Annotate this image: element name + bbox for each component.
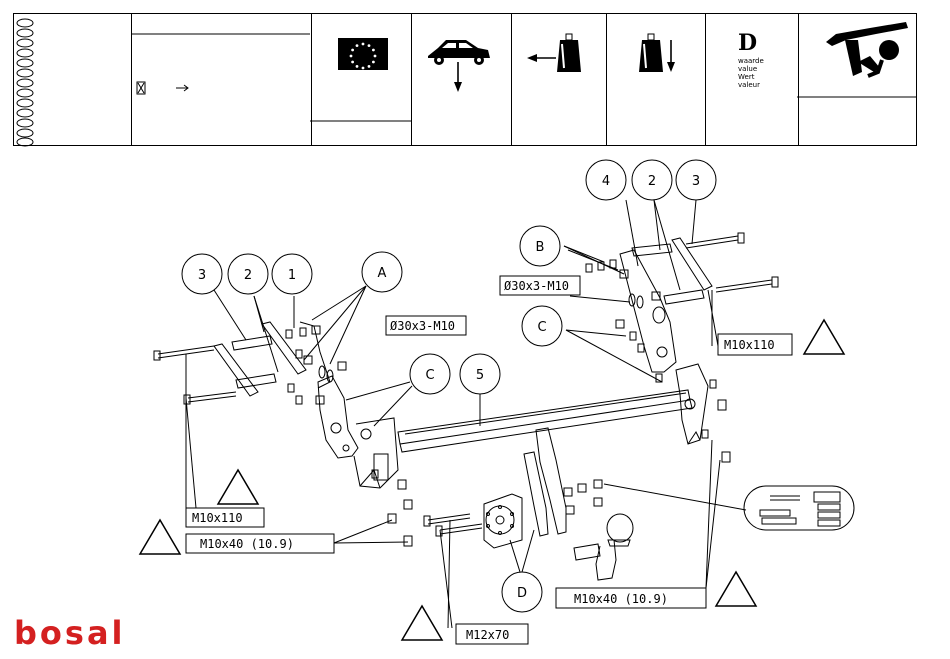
warning-triangle-icon [716, 572, 756, 606]
balloon-label: 1 [288, 268, 296, 283]
warning-triangle-icon [140, 520, 180, 554]
bolt-left-lower-label: M10x40 (10.9) [200, 537, 294, 551]
bosal-logo: bosal [14, 617, 126, 649]
tow-ball-neck [574, 514, 633, 580]
bolt-ball-label: M12x70 [466, 628, 509, 642]
hourglass-arrow-icon [137, 82, 188, 94]
balloon-label: 3 [198, 268, 206, 283]
balloon-label: C [537, 320, 546, 335]
bolt-left-upper-label: M10x110 [192, 511, 243, 525]
eu-flag-icon [338, 38, 388, 70]
right-spacer-tubes [632, 238, 712, 304]
balloon-label: 5 [476, 368, 484, 383]
warning-triangle-icon [402, 606, 442, 640]
balloon-label: D [517, 586, 527, 601]
cross-beam [398, 390, 692, 452]
balloon-label: 4 [602, 174, 610, 189]
approval-plate [744, 486, 854, 530]
bolt-right-lower-label: M10x40 (10.9) [574, 592, 668, 606]
washer-left-label: Ø30x3-M10 [390, 319, 455, 333]
leader-lines [186, 200, 746, 628]
washer-right-label: Ø30x3-M10 [504, 279, 569, 293]
warning-triangle-icon [218, 470, 258, 504]
balloon-label: B [536, 240, 545, 255]
language-circles-icon [17, 19, 33, 146]
balloon-label: 3 [692, 174, 700, 189]
car-load-icon [428, 40, 490, 92]
balloon-label: 2 [648, 174, 656, 189]
warning-triangle-icon [804, 320, 844, 354]
balloon-label: A [378, 266, 387, 281]
bolt-right-upper-label: M10x110 [724, 338, 775, 352]
balloon-label: 2 [244, 268, 252, 283]
left-long-bolts [154, 346, 236, 404]
tow-weight-icon [527, 34, 581, 72]
balloon-label: C [425, 368, 434, 383]
right-side-bracket [620, 250, 708, 444]
vertical-load-icon [639, 34, 675, 72]
ball-mount-bracket [424, 428, 602, 548]
towbar-ball-icon [826, 22, 908, 76]
